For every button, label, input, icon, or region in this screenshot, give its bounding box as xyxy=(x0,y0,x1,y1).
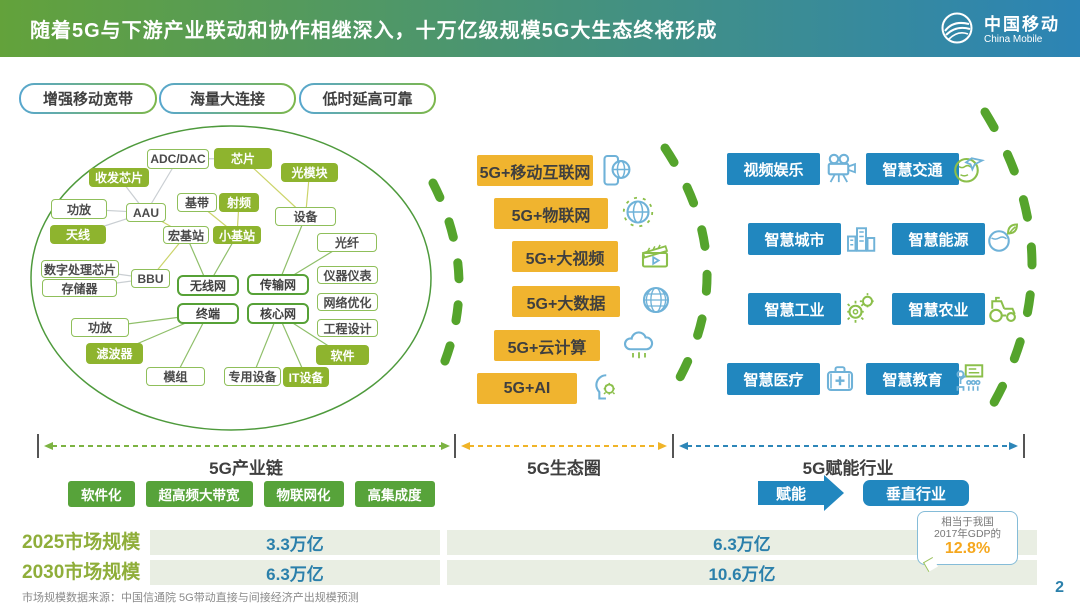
pill-label: 低时延高可靠 xyxy=(322,91,413,108)
diagram-node: ADC/DAC xyxy=(147,149,209,169)
eco-box: 5G+物联网 xyxy=(494,198,608,229)
eco-box: 5G+AI xyxy=(477,373,577,404)
city-icon xyxy=(842,220,878,256)
section-label-chain: 5G产业链 xyxy=(209,459,283,478)
globe-icon xyxy=(620,194,656,230)
china-mobile-logo: 中国移动 China Mobile xyxy=(937,8,1060,53)
chain-feature-chip: 软件化 xyxy=(68,481,135,507)
section-label-ecosystem: 5G生态圈 xyxy=(527,459,601,478)
diagram-node: 仪器仪表 xyxy=(317,266,378,284)
industry-box: 智慧能源 xyxy=(892,223,985,255)
title-banner: 随着5G与下游产业联动和协作相继深入，十万亿级规模5G大生态终将形成 中国移动 … xyxy=(0,0,1080,57)
eco-box: 5G+大数据 xyxy=(512,286,620,317)
diagram-node: 无线网 xyxy=(177,275,239,296)
diagram-node: 核心网 xyxy=(247,303,309,324)
gears-icon xyxy=(842,290,878,326)
pill-urllc: 低时延高可靠 xyxy=(299,83,436,114)
diagram-node: 设备 xyxy=(275,207,336,226)
globe-leaf-icon xyxy=(984,220,1020,256)
industry-box: 智慧交通 xyxy=(866,153,959,185)
chain-feature-chips: 软件化超高频大带宽物联网化高集成度 xyxy=(68,481,435,507)
empower-label: 赋能 xyxy=(775,485,806,503)
globe-plane-icon xyxy=(950,150,986,186)
diagram-node: 传输网 xyxy=(247,274,309,295)
industry-box: 智慧教育 xyxy=(866,363,959,395)
diagram-node: 存储器 xyxy=(42,279,117,297)
pill-mmtc: 海量大连接 xyxy=(159,83,296,114)
diagram-node: 终端 xyxy=(177,303,239,324)
industry-box: 智慧城市 xyxy=(748,223,841,255)
section-label-industries: 5G赋能行业 xyxy=(802,459,894,478)
diagram-node: BBU xyxy=(131,269,170,288)
diagram-node: 工程设计 xyxy=(317,319,378,337)
chain-feature-chip: 物联网化 xyxy=(263,481,344,507)
logo-cn: 中国移动 xyxy=(984,14,1060,34)
diagram-node: 软件 xyxy=(316,345,369,365)
cloud-icon xyxy=(621,326,657,362)
eco-box: 5G+云计算 xyxy=(494,330,600,361)
gdp-callout: 相当于我国 2017年GDP的 12.8% xyxy=(917,511,1018,573)
industry-box: 智慧农业 xyxy=(892,293,985,325)
pill-label: 增强移动宽带 xyxy=(42,91,133,108)
clapper-icon xyxy=(637,238,673,274)
eco-box: 5G+移动互联网 xyxy=(477,155,593,186)
page-number: 2 xyxy=(1055,579,1064,596)
callout-line1: 相当于我国 xyxy=(941,516,994,528)
diagram-node: 网络优化 xyxy=(317,293,378,311)
diagram-node: 天线 xyxy=(50,225,106,244)
segment-axis xyxy=(37,434,1025,458)
table-row-label: 2030市场规模 xyxy=(22,562,141,583)
tractor-icon xyxy=(984,290,1020,326)
diagram-node: 芯片 xyxy=(214,148,272,169)
diagram-node: 功放 xyxy=(51,199,107,219)
china-mobile-swirl-icon xyxy=(937,8,977,53)
diagram-node: 收发芯片 xyxy=(89,168,149,187)
diagram-node: 光纤 xyxy=(317,233,377,252)
phone-globe-icon xyxy=(597,153,633,189)
industry-box: 视频娱乐 xyxy=(727,153,820,185)
movie-camera-icon xyxy=(822,150,858,186)
table-cell: 6.3万亿 xyxy=(150,560,440,585)
pill-label: 海量大连接 xyxy=(189,91,265,108)
diagram-node: 光模块 xyxy=(281,163,338,182)
pill-embb: 增强移动宽带 xyxy=(19,83,157,114)
table-row-label: 2025市场规模 xyxy=(22,532,141,553)
globe-grid-icon xyxy=(638,282,674,318)
diagram-node: IT设备 xyxy=(283,367,329,387)
diagram-node: 射频 xyxy=(219,193,259,212)
diagram-node: 数字处理芯片 xyxy=(41,260,119,278)
ai-head-icon xyxy=(586,370,622,406)
chain-feature-chip: 高集成度 xyxy=(354,481,435,507)
diagram-node: 专用设备 xyxy=(224,367,281,386)
education-icon xyxy=(950,360,986,396)
vertical-industry-box: 垂直行业 xyxy=(863,480,969,506)
page-title: 随着5G与下游产业联动和协作相继深入，十万亿级规模5G大生态终将形成 xyxy=(30,20,718,42)
callout-line2: 2017年GDP的 xyxy=(933,528,1002,540)
source-note: 市场规模数据来源：中国信通院 5G带动直接与间接经济产出规模预测 xyxy=(22,592,359,604)
diagram-node: 小基站 xyxy=(213,226,261,244)
logo-text: 中国移动 China Mobile xyxy=(984,14,1060,46)
chain-feature-chip: 超高频大带宽 xyxy=(145,481,253,507)
table-cell: 3.3万亿 xyxy=(150,530,440,555)
diagram-node: 功放 xyxy=(71,318,129,337)
vertical-industry-label: 垂直行业 xyxy=(885,485,946,503)
medical-icon xyxy=(822,360,858,396)
diagram-node: 滤波器 xyxy=(86,343,143,364)
diagram-node: AAU xyxy=(126,203,166,222)
industry-box: 智慧医疗 xyxy=(727,363,820,395)
diagram-node: 模组 xyxy=(146,367,205,386)
eco-box: 5G+大视频 xyxy=(512,241,618,272)
logo-en: China Mobile xyxy=(984,34,1043,46)
diagram-node: 宏基站 xyxy=(163,226,209,244)
diagram-node: 基带 xyxy=(177,193,217,212)
empower-arrow: 赋能 xyxy=(758,475,844,511)
callout-value: 12.8% xyxy=(944,540,991,557)
industry-box: 智慧工业 xyxy=(748,293,841,325)
